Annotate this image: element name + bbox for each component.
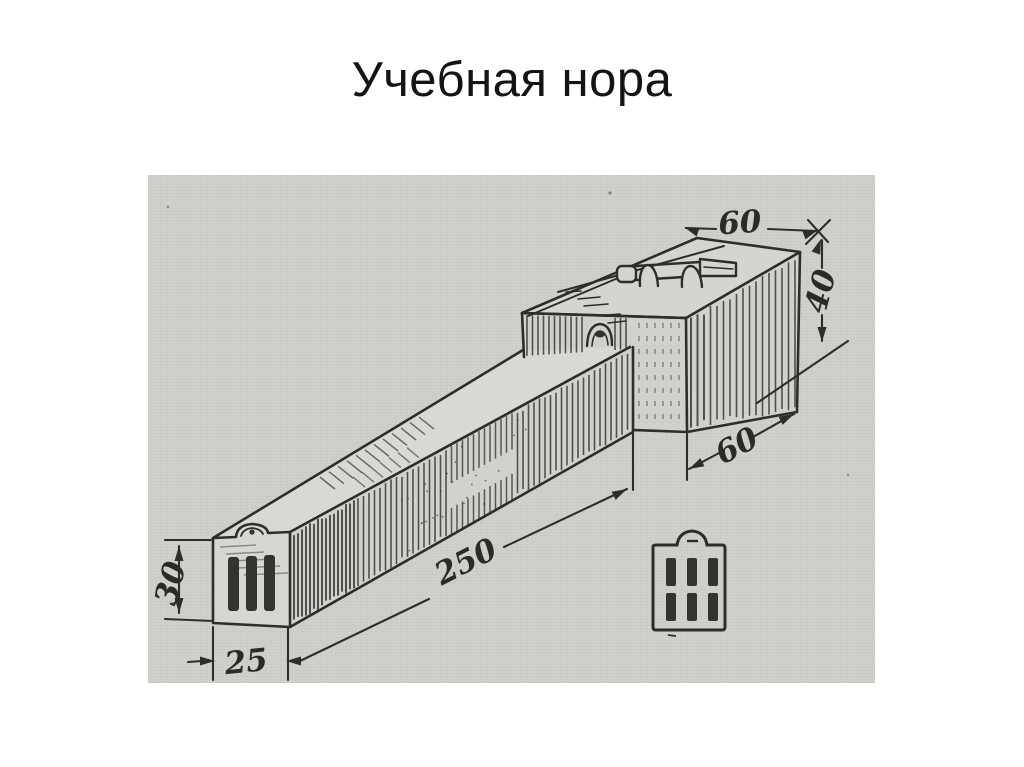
- training-burrow-figure: 60 40 60 250 30 25: [148, 191, 850, 682]
- tunnel-top-face: [213, 347, 630, 538]
- tunnel-side-face: [290, 347, 633, 627]
- tunnel-entrance-arch: [211, 522, 292, 629]
- tunnel-outline: [288, 345, 632, 534]
- dimension-box-height-label: 40: [798, 265, 844, 316]
- box-entry-face: [522, 313, 687, 432]
- dimension-box-width-label: 60: [717, 204, 763, 243]
- lid-handle: [615, 257, 738, 289]
- tunnel-front-grille: [228, 330, 605, 611]
- box-arch-opening: [585, 322, 614, 348]
- lid-seam: [557, 245, 725, 293]
- scanned-drawing: 60 40 60 250 30 25: [148, 175, 875, 683]
- dimension-tunnel-width-label: 25: [222, 642, 270, 682]
- dimension-tunnel-height-label: 30: [148, 557, 194, 608]
- slide-title: Учебная нора: [351, 53, 673, 107]
- entrance-front-view: [651, 529, 727, 637]
